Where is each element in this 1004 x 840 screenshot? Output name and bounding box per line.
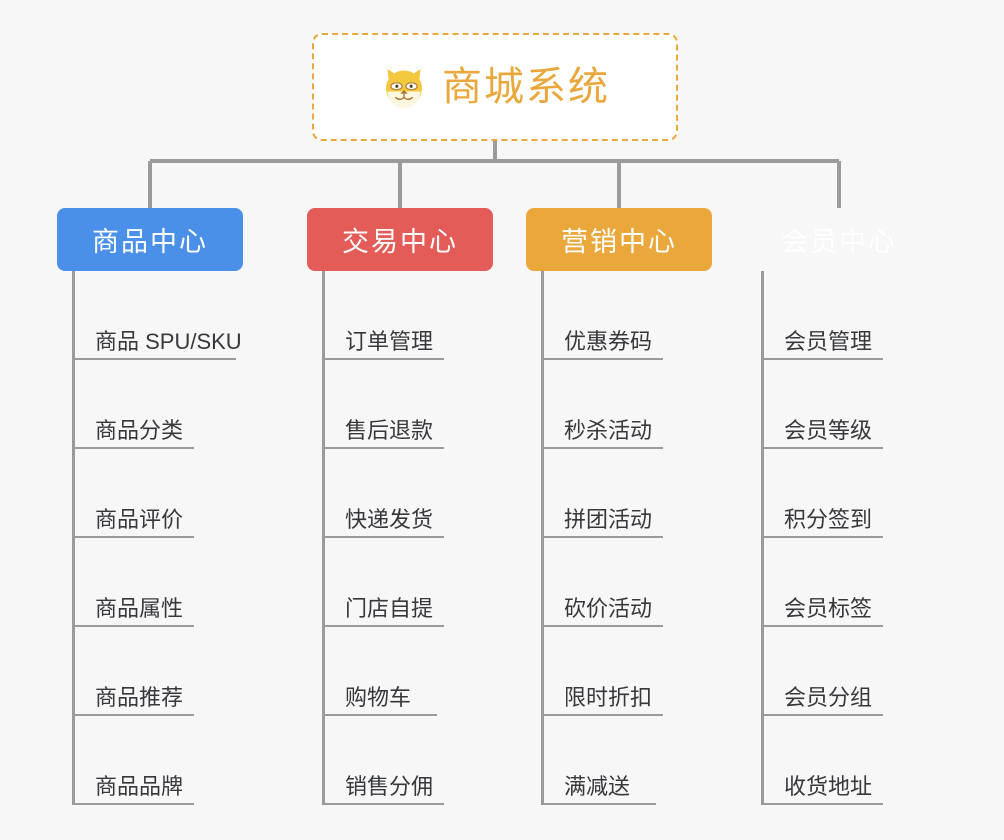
leaf-item-label: 会员标签 — [784, 596, 873, 621]
leaf-underline — [322, 536, 444, 538]
category-column: 交易中心订单管理售后退款快递发货门店自提购物车销售分佣 — [307, 208, 493, 805]
leaf-underline — [761, 358, 883, 360]
leaf-item-label: 销售分佣 — [345, 774, 434, 799]
leaf-underline — [541, 536, 663, 538]
leaf-item-label: 商品分类 — [95, 418, 184, 443]
leaf-item-label: 商品 SPU/SKU — [95, 329, 242, 354]
leaf-underline — [541, 803, 656, 805]
leaf-item[interactable]: 满减送 — [526, 716, 712, 805]
leaf-item[interactable]: 商品分类 — [57, 360, 243, 449]
leaf-item-label: 优惠券码 — [564, 329, 653, 354]
category-column: 会员中心会员管理会员等级积分签到会员标签会员分组收货地址 — [746, 208, 932, 805]
page-title: 商城系统 — [442, 65, 610, 109]
leaf-item-label: 满减送 — [564, 774, 631, 799]
leaf-underline — [541, 714, 663, 716]
leaf-underline — [72, 358, 236, 360]
leaf-item[interactable]: 会员等级 — [746, 360, 932, 449]
leaf-item-label: 商品品牌 — [95, 774, 184, 799]
leaf-underline — [72, 714, 194, 716]
category-items: 商品 SPU/SKU 商品分类商品评价商品属性商品推荐商品品牌 — [57, 271, 243, 805]
leaf-item-label: 售后退款 — [345, 418, 434, 443]
leaf-underline — [541, 447, 663, 449]
leaf-underline — [72, 803, 194, 805]
leaf-item[interactable]: 商品属性 — [57, 538, 243, 627]
leaf-item[interactable]: 秒杀活动 — [526, 360, 712, 449]
leaf-item-label: 商品属性 — [95, 596, 184, 621]
leaf-item-label: 商品评价 — [95, 507, 184, 532]
leaf-item[interactable]: 会员分组 — [746, 627, 932, 716]
leaf-item-label: 订单管理 — [345, 329, 434, 354]
category-label: 交易中心 — [342, 227, 458, 257]
leaf-underline — [761, 536, 883, 538]
leaf-item-label: 拼团活动 — [564, 507, 653, 532]
leaf-item[interactable]: 优惠券码 — [526, 271, 712, 360]
leaf-underline — [761, 714, 883, 716]
leaf-underline — [322, 625, 444, 627]
leaf-item[interactable]: 会员管理 — [746, 271, 932, 360]
branch-spine — [761, 271, 764, 805]
leaf-item[interactable]: 收货地址 — [746, 716, 932, 805]
leaf-item[interactable]: 商品 SPU/SKU — [57, 271, 243, 360]
category-label: 会员中心 — [781, 227, 897, 257]
category-label: 商品中心 — [92, 227, 208, 257]
leaf-underline — [761, 803, 883, 805]
leaf-item-label: 秒杀活动 — [564, 418, 653, 443]
leaf-item[interactable]: 商品评价 — [57, 449, 243, 538]
category-label: 营销中心 — [561, 227, 677, 257]
root-node[interactable]: 商城系统 — [312, 33, 678, 141]
leaf-item[interactable]: 售后退款 — [307, 360, 493, 449]
leaf-item[interactable]: 会员标签 — [746, 538, 932, 627]
category-header-3[interactable]: 营销中心 — [526, 208, 712, 271]
category-items: 会员管理会员等级积分签到会员标签会员分组收货地址 — [746, 271, 932, 805]
leaf-item[interactable]: 砍价活动 — [526, 538, 712, 627]
leaf-underline — [72, 625, 194, 627]
leaf-item[interactable]: 限时折扣 — [526, 627, 712, 716]
leaf-underline — [761, 625, 883, 627]
leaf-underline — [541, 625, 663, 627]
branch-spine — [322, 271, 325, 805]
leaf-item-label: 快递发货 — [345, 507, 434, 532]
leaf-item-label: 会员等级 — [784, 418, 873, 443]
leaf-item-label: 会员分组 — [784, 685, 873, 710]
leaf-underline — [72, 447, 194, 449]
leaf-underline — [322, 358, 444, 360]
leaf-item-label: 限时折扣 — [564, 685, 653, 710]
category-header-1[interactable]: 商品中心 — [57, 208, 243, 271]
leaf-underline — [322, 447, 444, 449]
leaf-underline — [541, 358, 663, 360]
leaf-item[interactable]: 门店自提 — [307, 538, 493, 627]
leaf-item[interactable]: 商品品牌 — [57, 716, 243, 805]
leaf-item-label: 收货地址 — [784, 774, 873, 799]
leaf-underline — [322, 803, 444, 805]
leaf-item-label: 会员管理 — [784, 329, 873, 354]
category-items: 订单管理售后退款快递发货门店自提购物车销售分佣 — [307, 271, 493, 805]
leaf-item-label: 购物车 — [345, 685, 412, 710]
leaf-underline — [72, 536, 194, 538]
shiba-dog-icon — [386, 69, 422, 108]
leaf-item-label: 门店自提 — [345, 596, 434, 621]
leaf-item[interactable]: 拼团活动 — [526, 449, 712, 538]
leaf-underline — [761, 447, 883, 449]
category-header-4[interactable]: 会员中心 — [746, 208, 932, 271]
branch-spine — [541, 271, 544, 805]
leaf-item[interactable]: 购物车 — [307, 627, 493, 716]
leaf-item[interactable]: 订单管理 — [307, 271, 493, 360]
leaf-item[interactable]: 积分签到 — [746, 449, 932, 538]
leaf-item-label: 商品推荐 — [95, 685, 184, 710]
leaf-item[interactable]: 商品推荐 — [57, 627, 243, 716]
leaf-item-label: 砍价活动 — [564, 596, 653, 621]
leaf-item[interactable]: 销售分佣 — [307, 716, 493, 805]
category-items: 优惠券码秒杀活动拼团活动砍价活动限时折扣满减送 — [526, 271, 712, 805]
branch-spine — [72, 271, 75, 805]
category-column: 商品中心商品 SPU/SKU 商品分类商品评价商品属性商品推荐商品品牌 — [57, 208, 243, 805]
leaf-item[interactable]: 快递发货 — [307, 449, 493, 538]
category-header-2[interactable]: 交易中心 — [307, 208, 493, 271]
leaf-underline — [322, 714, 437, 716]
leaf-item-label: 积分签到 — [784, 507, 873, 532]
category-column: 营销中心优惠券码秒杀活动拼团活动砍价活动限时折扣满减送 — [526, 208, 712, 805]
